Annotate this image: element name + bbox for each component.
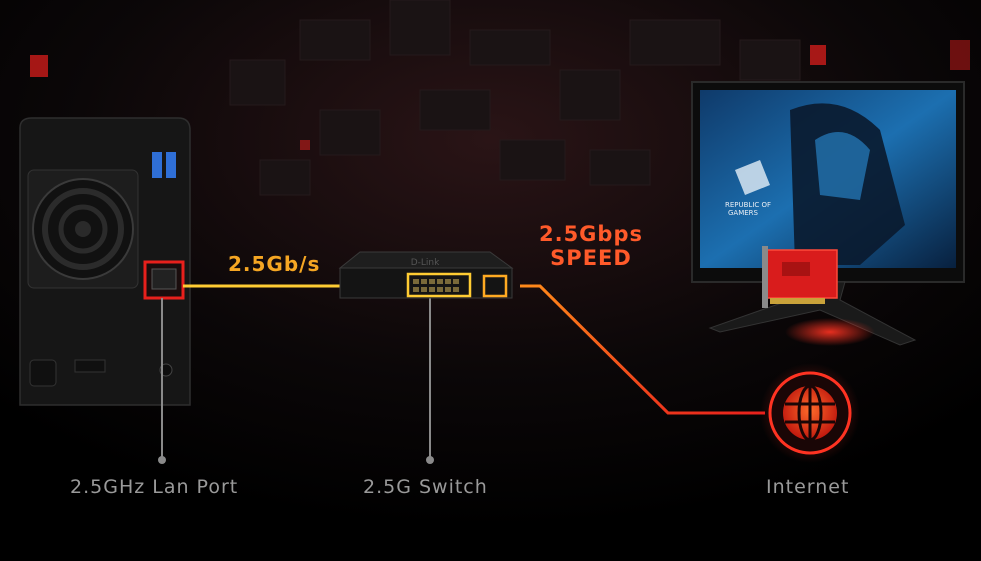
internet-label: Internet [766,476,850,498]
lan-port-label: 2.5GHz Lan Port [70,476,239,498]
circuit-background [229,0,801,196]
red-accent-lights [30,40,970,150]
rog-text-line2: GAMERS [728,209,759,217]
pc-speed-label: 2.5Gbps SPEED [528,222,654,270]
usb-port-icon [166,152,176,178]
switch-ports-highlight [406,272,472,298]
uplink-port-highlight [482,274,508,298]
gaming-monitor: REPUBLIC OF GAMERS [691,81,965,346]
rog-text-line1: REPUBLIC OF [725,201,771,209]
usb-port-icon [152,152,162,178]
pc-speed-line1: 2.5Gbps [538,222,643,246]
switch-pointer-dot [426,456,434,464]
nas-device [19,117,191,406]
pc-speed-line2: SPEED [550,246,632,270]
switch-brand: D-Link [411,258,440,268]
lan-port-pointer-dot [158,456,166,464]
network-switch: D-Link [338,251,514,299]
rog-logo-icon [735,160,770,195]
internet-globe-icon [760,363,860,463]
base-light-glow [785,318,875,346]
network-card [762,246,838,308]
nas-speed-label: 2.5Gb/s [228,252,321,276]
switch-label: 2.5G Switch [363,476,488,498]
